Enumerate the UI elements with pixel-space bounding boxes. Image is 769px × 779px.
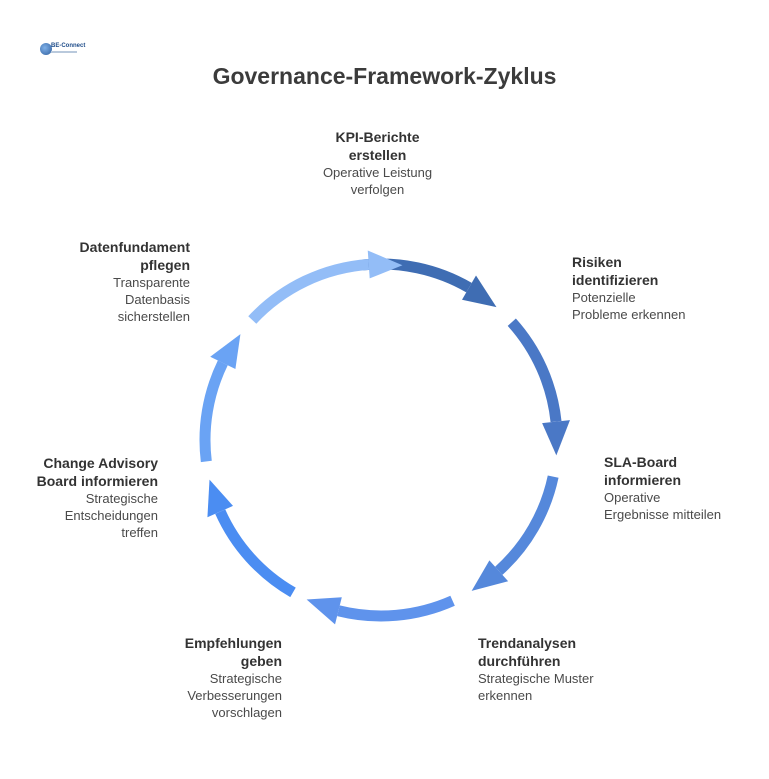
step-empfehlungen: Empfehlungen geben Strategische Verbesse… [112, 634, 282, 721]
step-sla-board-description: Operative Ergebnisse mitteilen [604, 490, 722, 522]
cycle-arrowhead-kpi [462, 275, 497, 308]
step-datenfundament-description: Transparente Datenbasis sicherstellen [113, 275, 190, 324]
cycle-arc-empfehlungen [215, 509, 296, 598]
cycle-arrowhead-trend [306, 597, 342, 625]
step-change-advisory-title: Change Advisory Board informieren [36, 455, 158, 489]
step-risiken-description: Potenzielle Probleme erkennen [572, 290, 686, 322]
cycle-arc-risiken [507, 318, 562, 423]
step-trendanalysen: Trendanalysen durchführen Strategische M… [478, 634, 648, 704]
cycle-arrowhead-empfehlungen [207, 479, 234, 518]
step-trendanalysen-description: Strategische Muster erkennen [478, 671, 594, 703]
cycle-arrowhead-risiken [542, 420, 570, 456]
step-risiken-title: Risiken identifizieren [572, 254, 659, 288]
step-change-advisory: Change Advisory Board informieren Strate… [5, 454, 158, 541]
logo-text: BE-Connect [51, 43, 86, 49]
diagram-title: Governance-Framework-Zyklus [212, 63, 557, 89]
step-datenfundament: Datenfundament pflegen Transparente Date… [40, 238, 190, 325]
step-sla-board: SLA-Board informieren Operative Ergebnis… [604, 453, 764, 523]
logo-underline [51, 51, 77, 53]
cycle-arc-sla [495, 475, 559, 575]
company-logo: BE-Connect [40, 41, 85, 61]
cycle-arc-trend [337, 595, 455, 622]
step-sla-board-title: SLA-Board informieren [604, 454, 682, 488]
cycle-arrowhead-change-advisory [210, 334, 241, 369]
step-empfehlungen-title: Empfehlungen geben [184, 635, 282, 669]
step-kpi-berichte: KPI-Berichte erstellen Operative Leistun… [300, 128, 455, 198]
step-trendanalysen-title: Trendanalysen durchführen [478, 635, 577, 669]
cycle-arc-change-advisory [199, 360, 228, 463]
cycle-arrowhead-sla [471, 560, 509, 591]
step-empfehlungen-description: Strategische Verbesserungen vorschlagen [187, 671, 282, 720]
logo-globe-icon [40, 43, 52, 55]
step-kpi-berichte-description: Operative Leistung verfolgen [322, 165, 433, 197]
cycle-arrowhead-datenfundament [367, 250, 403, 279]
step-datenfundament-title: Datenfundament pflegen [79, 239, 190, 273]
step-kpi-berichte-title: KPI-Berichte erstellen [335, 129, 420, 163]
cycle-arc-datenfundament [248, 258, 370, 324]
step-risiken: Risiken identifizieren Potenzielle Probl… [572, 253, 742, 323]
step-change-advisory-description: Strategische Entscheidungen treffen [64, 491, 158, 540]
